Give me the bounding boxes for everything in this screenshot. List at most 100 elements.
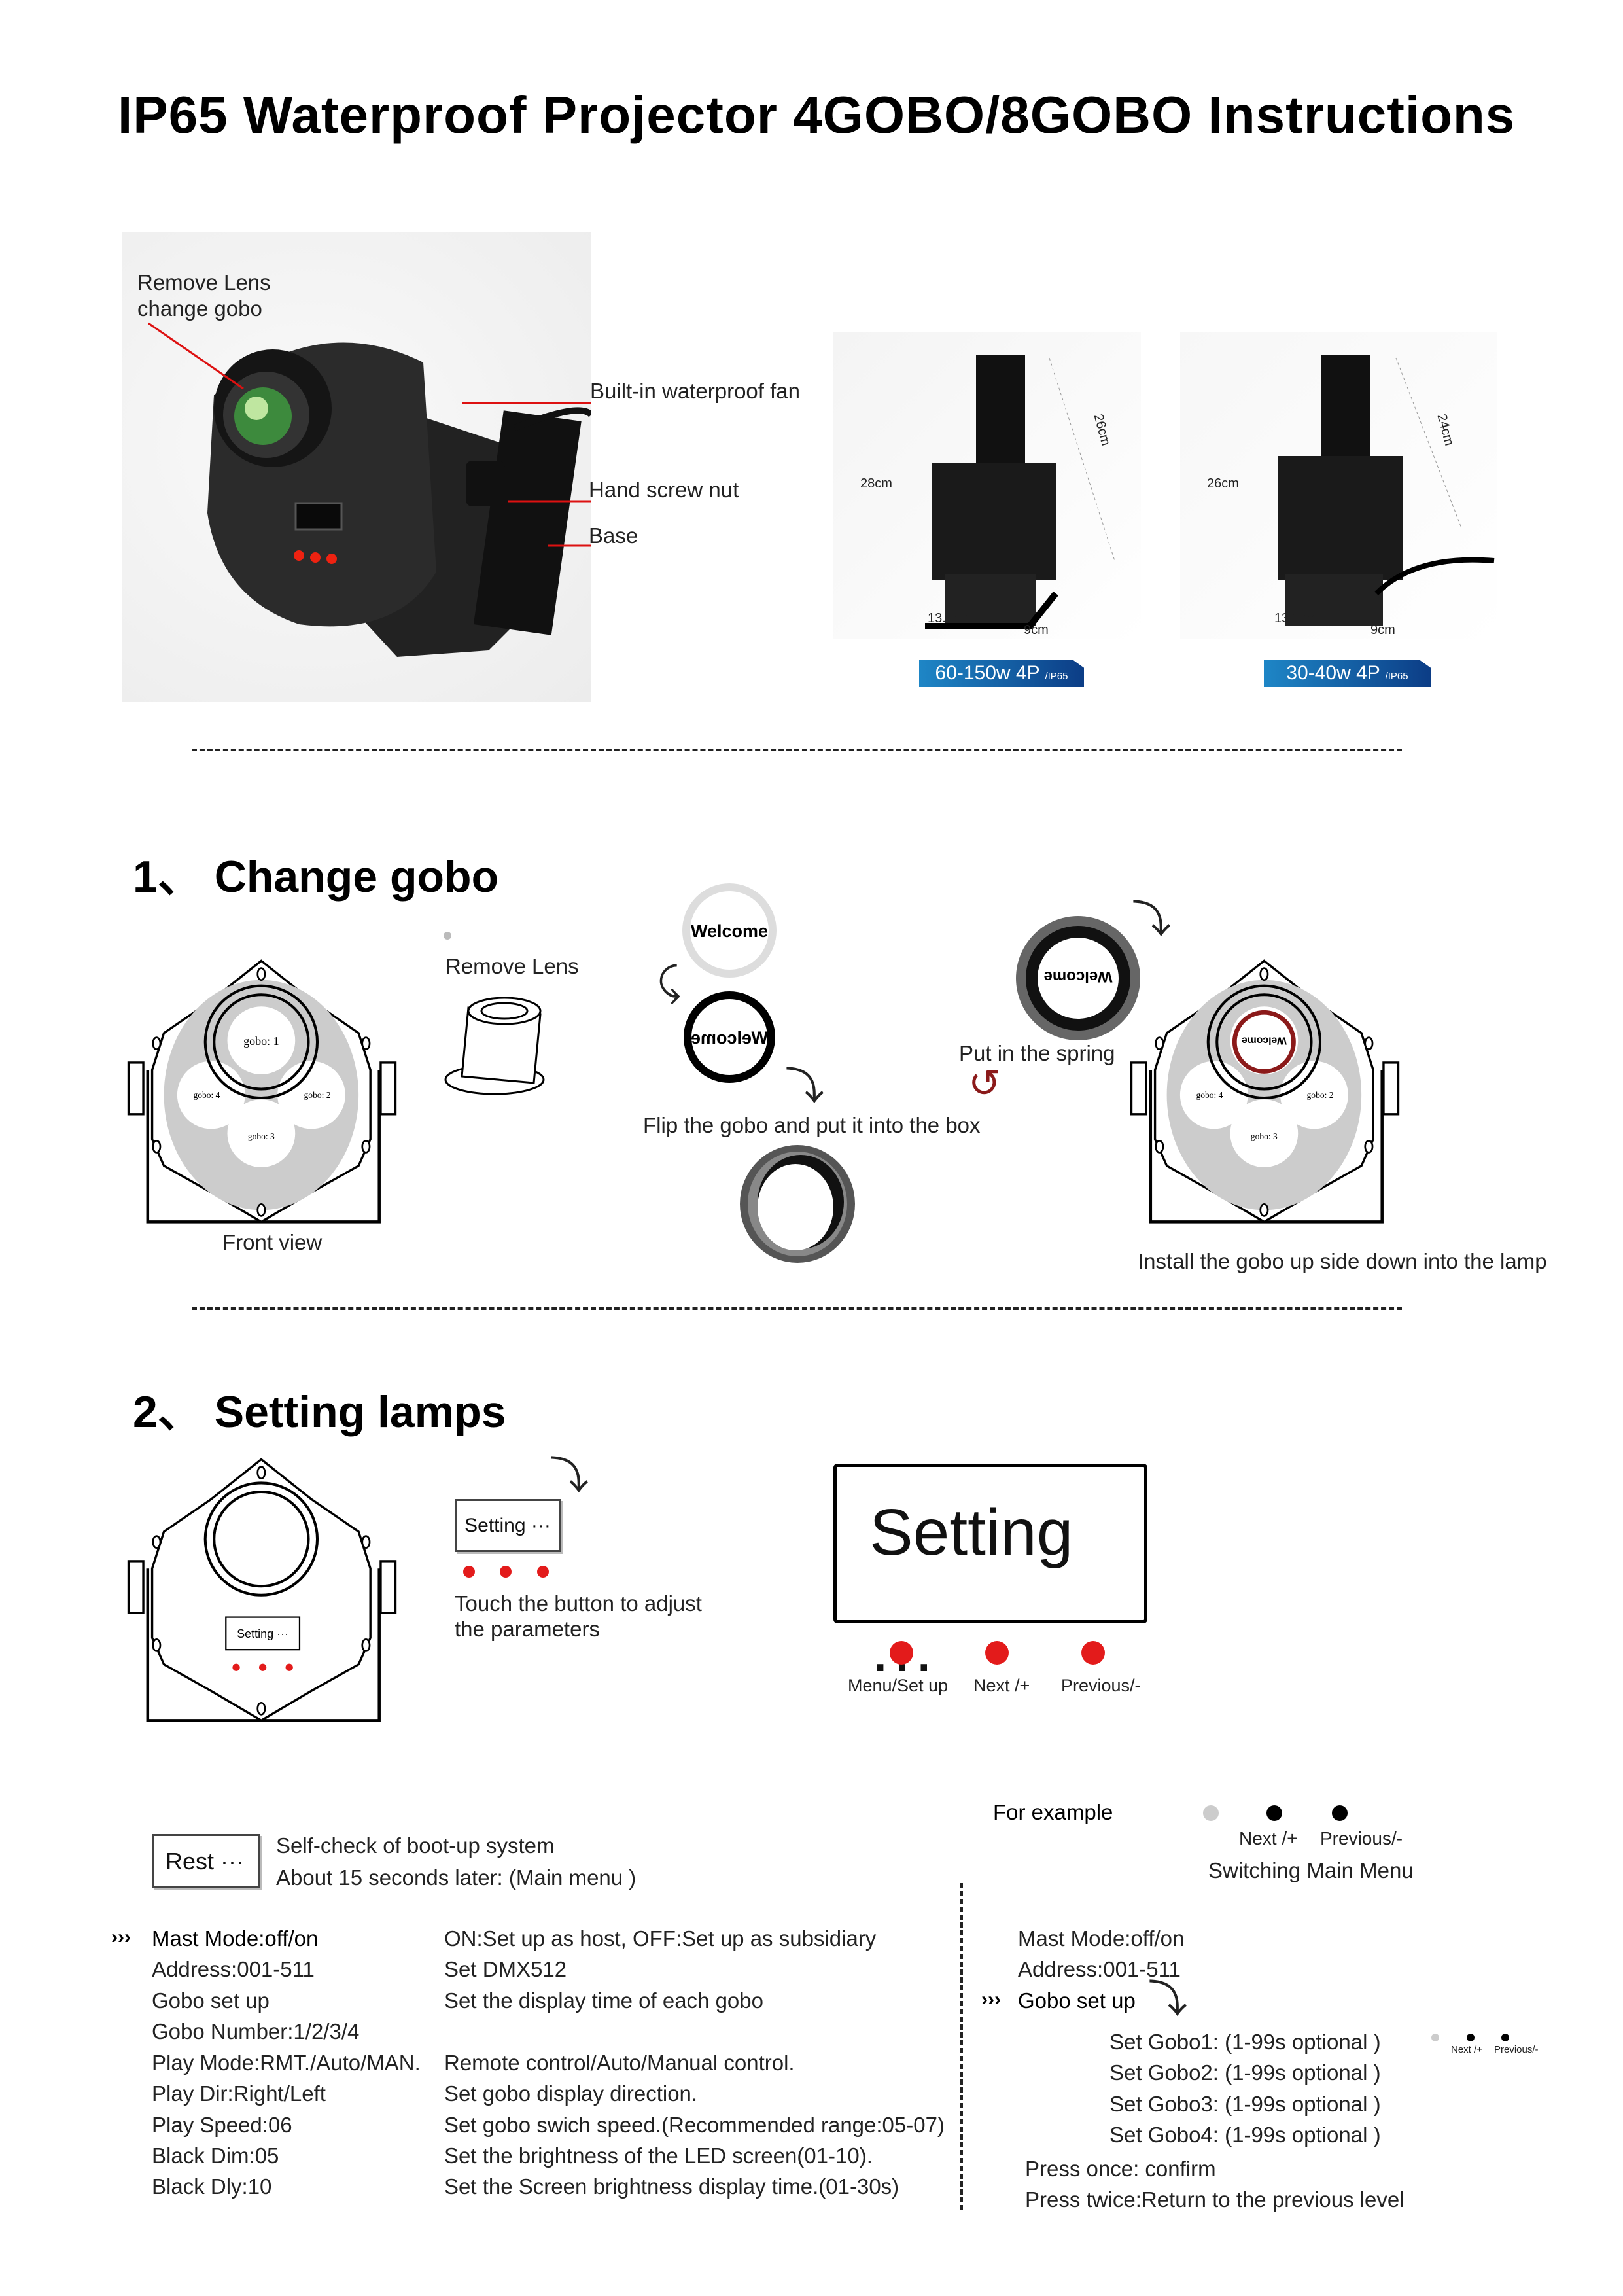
boot-line-1: Self-check of boot-up system <box>276 1833 555 1858</box>
rest-screen: Rest ··· <box>152 1834 260 1888</box>
gobo-label-4: gobo: 4 <box>1196 1090 1223 1100</box>
model1-depth: 13.6cm <box>928 611 971 626</box>
model2-width: 9cm <box>1370 623 1395 637</box>
example-heading: For example <box>993 1800 1113 1824</box>
touch-text-2: the parameters <box>455 1617 600 1641</box>
curved-arrow-icon: ⤵ <box>785 1065 824 1108</box>
next-button[interactable] <box>985 1641 1009 1665</box>
lcd-display: Setting ··· <box>833 1464 1147 1700</box>
example-item-selected: Gobo set up <box>1018 1988 1136 2013</box>
menu-desc: Remote control/Auto/Manual control. <box>444 2051 795 2075</box>
curved-arrow-icon: ⤵ <box>1132 898 1171 942</box>
example-item: Address:001-511 <box>1018 1957 1181 1981</box>
gobo-with-spring: Welcome <box>1016 916 1140 1040</box>
menu-button-label: Menu/Set up <box>848 1676 949 1695</box>
menu-item: Address:001-511 <box>152 1957 315 1981</box>
label-change-gobo: change gobo <box>137 296 262 321</box>
gobo-label-2: gobo: 2 <box>1307 1090 1334 1100</box>
install-caption: Install the gobo up side down into the l… <box>1138 1249 1547 1273</box>
gobo-box-ring <box>740 1145 855 1263</box>
welcome-text: Welcome <box>691 921 768 941</box>
press-twice: Press twice:Return to the previous level <box>1025 2187 1405 2212</box>
menu-desc: Set the display time of each gobo <box>444 1988 763 2013</box>
model1-badge-sub: /IP65 <box>1045 671 1068 682</box>
gobo-label-4: gobo: 4 <box>194 1090 220 1100</box>
gobo-label-2: gobo: 2 <box>304 1090 331 1100</box>
menu-item: Black Dim:05 <box>152 2144 279 2168</box>
next-button-label: Next /+ <box>973 1676 1030 1695</box>
spring-caption: Put in the spring <box>959 1041 1115 1065</box>
front-view-setting: Setting ··· <box>127 1458 397 1722</box>
menu-desc: Set gobo display direction. <box>444 2081 698 2106</box>
section2-heading: 2、 Setting lamps <box>133 1387 506 1437</box>
press-once: Press once: confirm <box>1025 2157 1216 2181</box>
gobo-setting: Set Gobo1: (1-99s optional ) <box>1109 2030 1381 2054</box>
spring-icon: ↺ <box>968 1061 1002 1105</box>
menu-item: Play Mode:RMT./Auto/MAN. <box>152 2051 421 2075</box>
welcome-text-spring: Welcome <box>1044 968 1113 985</box>
label-fan: Built-in waterproof fan <box>590 379 800 403</box>
menu-desc: Set gobo swich speed.(Recommended range:… <box>444 2113 945 2137</box>
button-dot[interactable] <box>537 1566 549 1578</box>
divider <box>192 1307 1402 1310</box>
menu-item: Gobo set up <box>152 1988 270 2013</box>
menu-item: Gobo Number:1/2/3/4 <box>152 2019 360 2043</box>
gobo-label-1: gobo: 1 <box>243 1034 279 1048</box>
projector-photo <box>122 232 591 702</box>
page-title: IP65 Waterproof Projector 4GOBO/8GOBO In… <box>118 86 1516 144</box>
model1-width: 9cm <box>1024 623 1049 637</box>
model-photo-1 <box>833 332 1141 639</box>
menu-desc: Set the brightness of the LED screen(01-… <box>444 2144 873 2168</box>
model2-height: 26cm <box>1207 476 1239 491</box>
remove-lens-caption: Remove Lens <box>445 954 579 978</box>
vertical-divider <box>960 1883 963 2210</box>
next-dot <box>1266 1805 1282 1821</box>
model1-height: 28cm <box>860 476 892 491</box>
boot-line-2: About 15 seconds later: (Main menu ) <box>276 1865 637 1890</box>
example-previous-label: Previous/- <box>1320 1828 1403 1848</box>
model2-badge-sub: /IP65 <box>1385 671 1408 682</box>
selected-arrow-icon: ››› <box>981 1988 1001 2010</box>
bullet-dot <box>444 932 451 940</box>
menu-item: Play Dir:Right/Left <box>152 2081 326 2106</box>
front-view-diagram: gobo: 1 gobo: 2 gobo: 3 gobo: 4 <box>127 959 397 1224</box>
gobo-label-3: gobo: 3 <box>248 1131 275 1141</box>
switching-caption: Switching Main Menu <box>1208 1858 1414 1882</box>
installed-welcome: Welcome <box>1242 1035 1287 1046</box>
welcome-gobo-front: Welcome <box>682 883 777 978</box>
model2-badge: 30-40w 4P /IP65 <box>1264 660 1431 687</box>
example-next-label: Next /+ <box>1239 1828 1298 1848</box>
lens-icon <box>444 997 545 1095</box>
menu-dot-inactive <box>1203 1805 1219 1821</box>
small-screen-text: Setting ··· <box>237 1627 288 1640</box>
gobo-setting: Set Gobo2: (1-99s optional ) <box>1109 2060 1381 2085</box>
menu-button[interactable] <box>890 1641 913 1665</box>
flip-caption: Flip the gobo and put it into the box <box>643 1113 981 1137</box>
model1-badge: 60-150w 4P /IP65 <box>919 660 1084 687</box>
projector-illustration <box>148 322 591 657</box>
menu-item: Play Speed:06 <box>152 2113 292 2137</box>
menu-desc: Set the Screen brightness display time.(… <box>444 2174 899 2199</box>
front-view-installed: Welcome gobo: 2 gobo: 3 gobo: 4 <box>1130 959 1400 1224</box>
model2-badge-text: 30-40w 4P <box>1286 662 1380 684</box>
button-dot[interactable] <box>463 1566 475 1578</box>
welcome-gobo-flipped: Welcome <box>684 991 775 1083</box>
label-base: Base <box>589 523 638 548</box>
previous-button[interactable] <box>1081 1641 1105 1665</box>
small-next-label: Next /+ <box>1451 2044 1482 2055</box>
curved-arrow-icon: ⤵ <box>1148 1977 1187 2021</box>
gobo-label-3: gobo: 3 <box>1251 1131 1278 1141</box>
model2-depth: 13.6cm <box>1274 611 1318 626</box>
divider <box>192 749 1402 751</box>
previous-button-label: Previous/- <box>1061 1676 1141 1695</box>
button-dot[interactable] <box>500 1566 512 1578</box>
model-photo-2 <box>1180 332 1497 639</box>
gobo-setting: Set Gobo3: (1-99s optional ) <box>1109 2092 1381 2116</box>
small-setting-screen: Setting ··· <box>455 1499 561 1552</box>
menu-item: Mast Mode:off/on <box>152 1926 319 1951</box>
menu-desc: ON:Set up as host, OFF:Set up as subsidi… <box>444 1926 877 1951</box>
small-previous-label: Previous/- <box>1494 2044 1539 2055</box>
model1-badge-text: 60-150w 4P <box>935 662 1040 684</box>
label-screw-nut: Hand screw nut <box>589 478 739 502</box>
curved-arrow-icon: ⤵ <box>550 1454 589 1498</box>
